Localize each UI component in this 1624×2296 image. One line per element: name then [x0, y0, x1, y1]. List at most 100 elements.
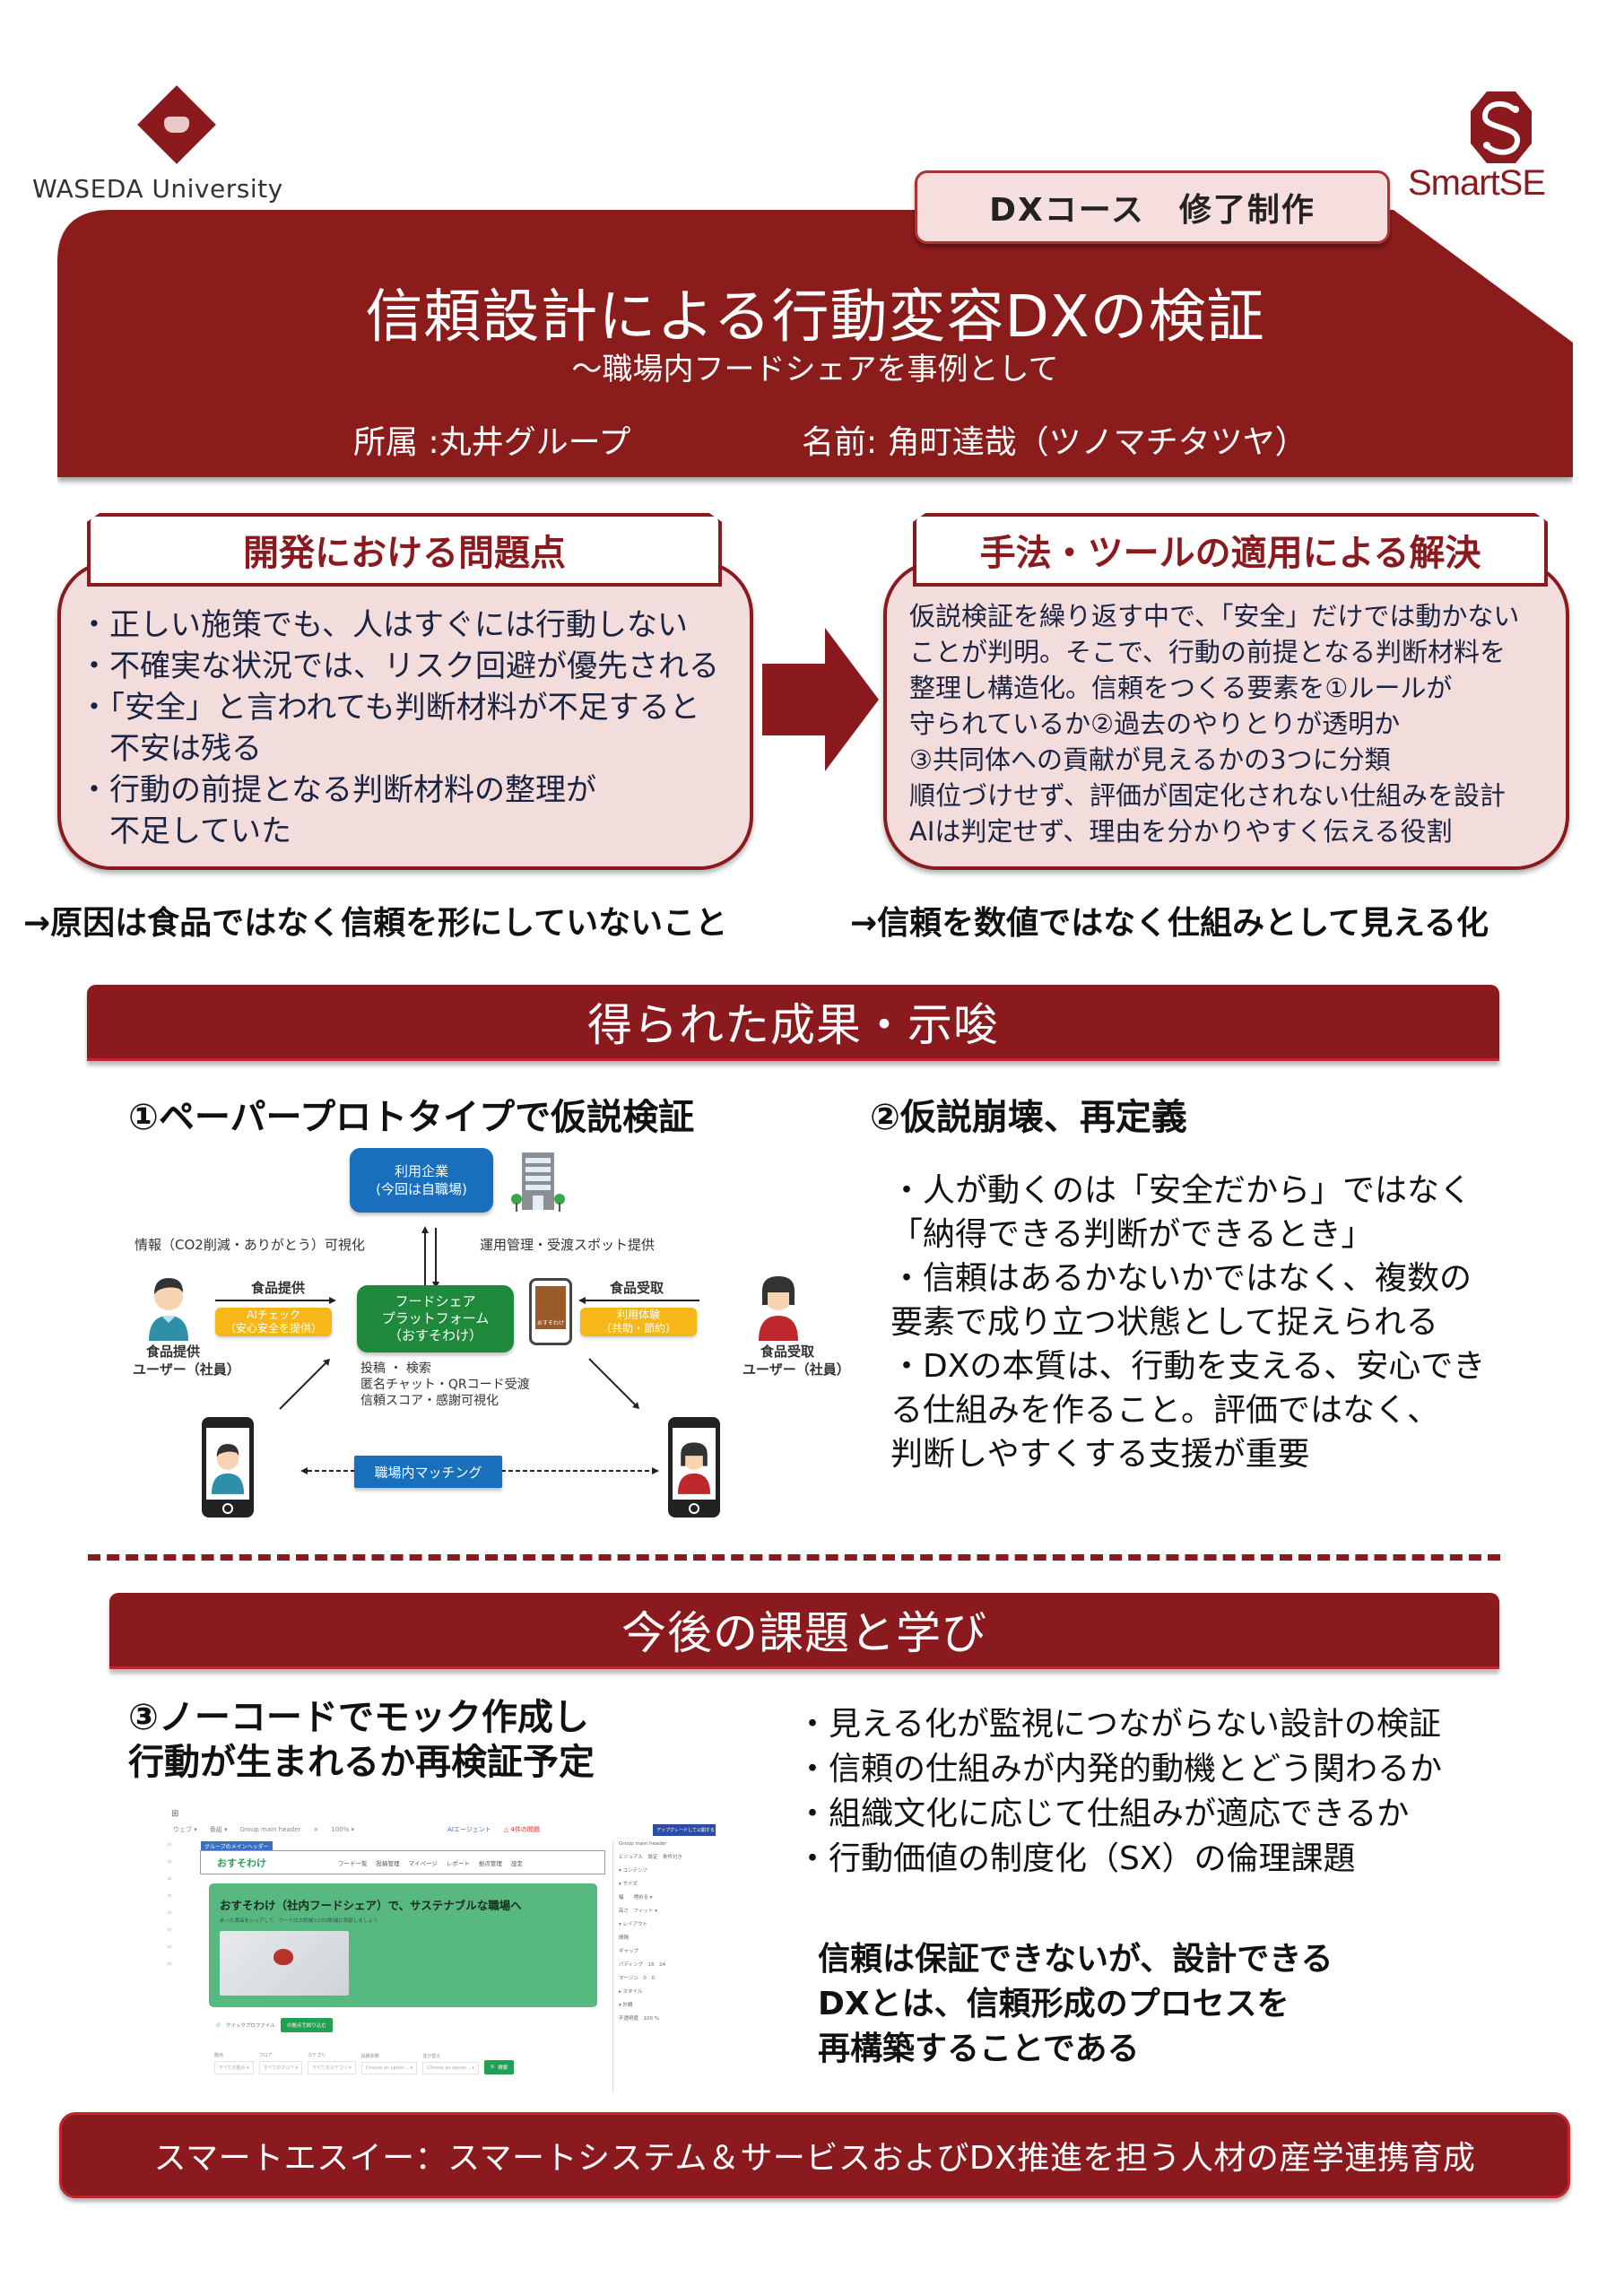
solution-heading: 手法・ツールの適用による解決 [979, 533, 1481, 574]
panel-item: 不透明度 100 % [619, 2016, 659, 2022]
location-pin-icon: ◎ [216, 2022, 221, 2028]
title-banner-shape [57, 210, 1573, 477]
panel-item: パディング 16 24 [619, 1962, 666, 1968]
solution-text: 仮説検証を繰り返す中で、「安全」だけでは動かない ことが判明。そこで、行動の前提… [909, 598, 1519, 849]
redefine-heading: ②仮説崩壊、再定義 [870, 1097, 1187, 1138]
company-box-line: 利用企業 [394, 1163, 448, 1179]
solution-line: 整理し構造化。信頼をつくる要素を①ルールが [909, 673, 1453, 703]
future-issue-item: ・信頼の仕組みが内発的動機とどう関わるか [796, 1751, 1443, 1787]
mockup-toolbar-item: AIエージェント [447, 1826, 491, 1833]
footer-banner: スマートエスイー：スマートシステム＆サービスおよびDX推進を担う人材の産学連携育… [59, 2112, 1570, 2198]
prototype-diagram: 利用企業 (今回は自職場) 情報（CO2削減・ありがとう）可視化 運用管理・受渡… [126, 1144, 850, 1529]
problem-list: ・正しい施策でも、人はすぐには行動しない ・不確実な状況では、リスク回避が優先さ… [79, 604, 719, 852]
panel-item: 幅 埋める ▾ [619, 1895, 653, 1900]
receiver-user-label: 食品受取 ユーザー（社員） [743, 1343, 850, 1378]
key-statement: 信頼は保証できないが、設計できる DXとは、信頼形成のプロセスを 再構築すること… [818, 1937, 1333, 2072]
mockup-toolbar-item: ウェブ ▾ [173, 1826, 197, 1833]
mockup-hero-image [220, 1931, 349, 1996]
matching-label: 職場内マッチング [374, 1464, 482, 1481]
mockup-brand: おすそわけ [217, 1857, 266, 1869]
key-statement-line: 信頼は保証できないが、設計できる [818, 1941, 1333, 1978]
problem-box: ・正しい施策でも、人はすぐには行動しない ・不確実な状況では、リスク回避が優先さ… [57, 561, 753, 870]
mockup-hero-subtitle: 余った食品をシェアして、フードロス削減とCO2削減に貢献しましょう [220, 1918, 378, 1924]
key-statement-line: 再構築することである [818, 2031, 1140, 2067]
mockup-upgrade-button: アップグレードして公開する [653, 1824, 716, 1836]
section-divider [88, 1554, 1500, 1561]
redefine-text: ・人が動くのは「安全だから」ではなく 「納得できる判断ができるとき」 ・信頼はあ… [890, 1169, 1485, 1476]
future-section-header: 今後の課題と学び [109, 1593, 1499, 1669]
panel-item: マージン 0 0 [619, 1976, 655, 1981]
company-box: 利用企業 (今回は自職場) [350, 1148, 493, 1213]
page-subtitle: ～職場内フードシェアを事例として [571, 352, 1059, 387]
mockup-sidebar: ▫▫▫▫▫▫▫▫ [168, 1841, 172, 1967]
ai-check-box: AIチェック （安心安全を提供） [215, 1308, 332, 1336]
future-issues-list: ・見える化が監視につながらない設計の検証 ・信頼の仕組みが内発的動機とどう関わる… [796, 1702, 1442, 1882]
problem-item: 不安は残る [79, 731, 262, 767]
panel-item: ▾ コンテンツ [619, 1868, 648, 1874]
experience-line: 利用体験 [616, 1309, 660, 1321]
visualization-label: 情報（CO2削減・ありがとう）可視化 [135, 1237, 365, 1253]
solution-heading-tab: 手法・ツールの適用による解決 [913, 513, 1548, 587]
platform-box-line: （おすそわけ） [387, 1327, 482, 1344]
results-section-header: 得られた成果・示唆 [87, 985, 1499, 1061]
mockup-search-button: 🔍 検索 [483, 2060, 515, 2074]
problem-item: ・不確実な状況では、リスク回避が優先される [79, 648, 719, 684]
prototype-heading: ①ペーパープロトタイプで仮説検証 [128, 1097, 695, 1138]
provider-phone-icon [202, 1417, 254, 1518]
receive-arrow-icon [578, 1297, 699, 1304]
mockup-toolbar-item: △ 4件の問題 [503, 1826, 540, 1833]
panel-item: 高さ フィット ▾ [619, 1909, 657, 1914]
mockup-header-tag: グループのメインヘッダー [201, 1841, 273, 1851]
redefine-line: る仕組みを作ること。評価ではなく、 [890, 1392, 1440, 1429]
redefine-line: ・DXの本質は、行動を支える、安心でき [890, 1348, 1486, 1385]
receive-food-label: 食品受取 [610, 1280, 664, 1296]
mockup-toolbar-item: 番組 ▾ [209, 1826, 228, 1833]
nocode-heading-line: ③ノーコードでモック作成し [128, 1697, 589, 1738]
panel-item: ▾ レイアウト [619, 1922, 648, 1927]
mockup-toolbar-item: 100% ▾ [331, 1826, 355, 1833]
solution-conclusion: →信頼を数値ではなく仕組みとして見える化 [850, 905, 1489, 942]
solution-line: ことが判明。そこで、行動の前提となる判断材料を [909, 637, 1506, 667]
mockup-properties-panel: Group main header ビジュアル 設定 条件付き ▾ コンテンツ … [612, 1841, 711, 2092]
receiver-user-icon [759, 1276, 798, 1341]
redefine-line: ・信頼はあるかないかではなく、複数の [890, 1260, 1472, 1297]
author-name: 名前: 角町達哉（ツノマチタツヤ） [802, 424, 1307, 461]
solution-line: 順位づけせず、評価が固定化されない仕組みを設計 [909, 780, 1506, 811]
problem-item: ・行動の前提となる判断材料の整理が [79, 772, 596, 808]
operation-label: 運用管理・受渡スポット提供 [480, 1237, 656, 1253]
waseda-logo-text: WASEDA University [32, 174, 283, 204]
mockup-nav-item: フード一覧 [338, 1859, 368, 1867]
course-badge-text: DXコース 修了制作 [989, 192, 1316, 229]
smartse-hex-icon [1471, 91, 1532, 163]
bidirectional-arrow-icon [421, 1226, 439, 1289]
ai-check-line: AIチェック [247, 1309, 300, 1321]
smartse-logo-text: SmartSE [1408, 163, 1546, 203]
mockup-nav: フード一覧 投稿管理 マイページ レポート 拠点管理 設定 [338, 1858, 523, 1867]
problem-heading-tab: 開発における問題点 [87, 513, 722, 587]
solution-line: ③共同体への貢献が見えるかの3つに分類 [909, 744, 1391, 775]
app-label: おすそわけ [535, 1286, 566, 1329]
panel-item: ▾ サイズ [619, 1882, 638, 1887]
problem-item: ・「安全」と言われても判断材料が不足すると [79, 690, 700, 726]
mockup-toolbar: ウェブ ▾ 番組 ▾ Group main header × 100% ▾ AI… [173, 1823, 711, 1836]
matching-box: 職場内マッチング [354, 1456, 502, 1488]
redefine-line: 要素で成り立つ状態として捉えられる [890, 1304, 1438, 1341]
company-box-line: (今回は自職場) [376, 1181, 467, 1197]
nocode-heading-line: 行動が生まれるか再検証予定 [128, 1742, 595, 1783]
platform-features: 投稿 ・ 検索 匿名チャット・QRコード受渡 信頼スコア・感謝可視化 [360, 1361, 530, 1409]
mockup-toolbar-item: Group main header [239, 1826, 301, 1833]
redefine-line: 判断しやすくする支援が重要 [890, 1436, 1310, 1473]
waseda-crest-icon [164, 117, 189, 133]
problem-item: ・正しい施策でも、人はすぐには行動しない [79, 607, 688, 643]
mockup-toolbar-item: × [313, 1826, 319, 1833]
author-affiliation: 所属 :丸井グループ [353, 424, 631, 461]
mockup-nav-item: 拠点管理 [478, 1859, 502, 1867]
mockup-search-filters: 拠点すべての拠点 ▾ フロアすべてのフロア ▾ カテゴリすべてのカテゴリ ▾ 投… [209, 2044, 597, 2074]
panel-item: ▸ スタイル [619, 1989, 643, 1995]
panel-item: ビジュアル 設定 条件付き [619, 1855, 682, 1860]
feature-line: 匿名チャット・QRコード受渡 [360, 1378, 530, 1392]
diagonal-arrow-up-icon [279, 1359, 330, 1410]
mockup-canvas: グループのメインヘッダー おすそわけ フード一覧 投稿管理 マイページ レポート… [200, 1841, 608, 2091]
